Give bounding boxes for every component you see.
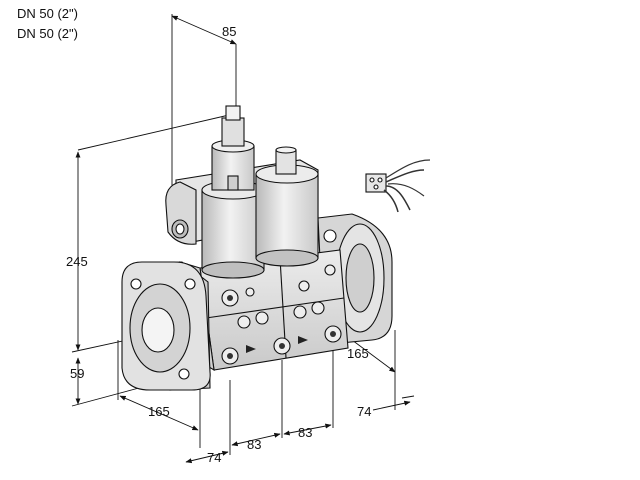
- inlet-flange: [121, 261, 211, 391]
- dim-59: 59: [70, 366, 84, 381]
- dim-165-left: 165: [148, 404, 170, 419]
- size-label-1: DN 50 (2"): [17, 6, 78, 21]
- size-label-2: DN 50 (2"): [17, 26, 78, 41]
- dim-74-bottom: 74: [207, 450, 221, 465]
- solenoid-left: [201, 105, 265, 279]
- dim-83-right: 83: [298, 425, 312, 440]
- connector-plug: [365, 159, 431, 213]
- dim-165-right: 165: [347, 346, 369, 361]
- solenoid-right: [255, 146, 319, 267]
- dim-83-left: 83: [247, 437, 261, 452]
- dim-74-right: 74: [357, 404, 371, 419]
- dimension-labels: 85 245 59 165 74 83 83 165 74: [66, 24, 371, 465]
- dim-85: 85: [222, 24, 236, 39]
- fittings: [221, 264, 342, 365]
- dim-245: 245: [66, 254, 88, 269]
